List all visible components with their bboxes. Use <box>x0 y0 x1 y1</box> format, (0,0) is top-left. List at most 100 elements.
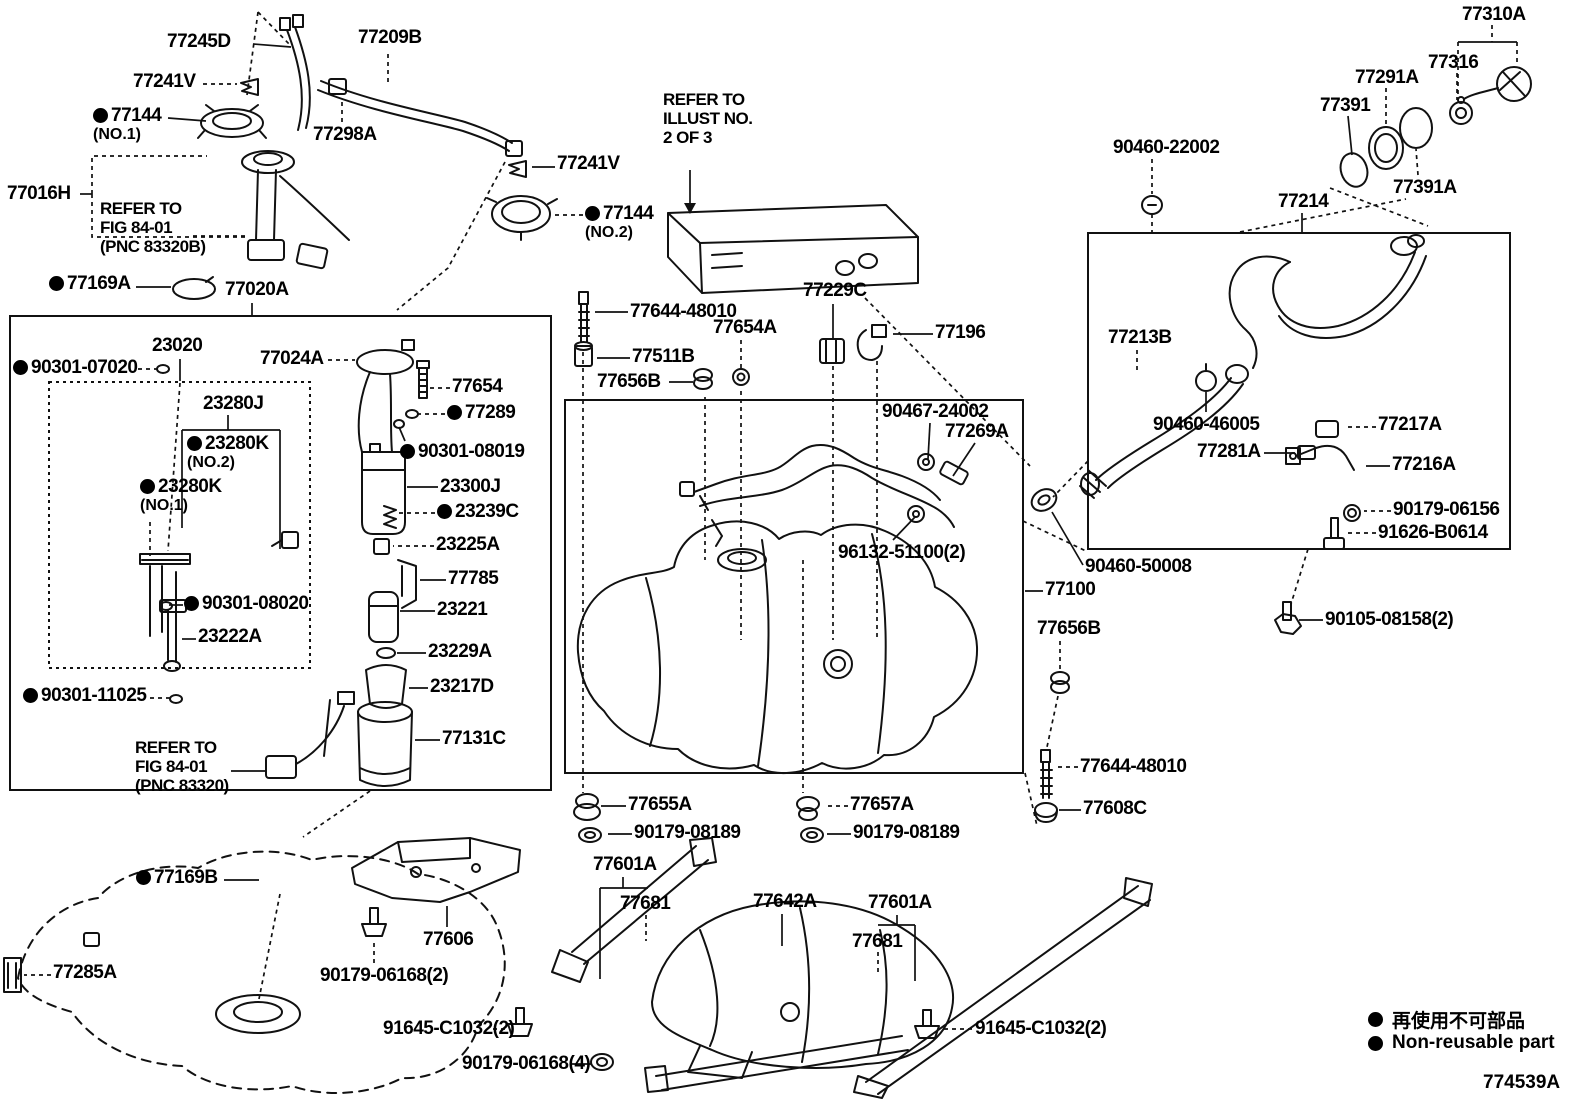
part-number: 23280J <box>203 393 264 414</box>
part-label-23222A: 23222A <box>198 626 262 647</box>
filler-pipe-box <box>1087 232 1511 550</box>
part-label-77144-1: 77144(NO.1) <box>93 105 162 144</box>
part-number: 90179-06156 <box>1393 499 1500 520</box>
part-number: 23280K <box>205 433 269 454</box>
non-reusable-dot <box>13 360 28 375</box>
non-reusable-dot <box>184 596 199 611</box>
part-label-77020A: 77020A <box>225 279 289 300</box>
non-reusable-dot <box>187 436 202 451</box>
part-label-91626-B0614: 91626-B0614 <box>1378 522 1488 543</box>
part-number: 90179-06168(4) <box>462 1053 591 1074</box>
part-label-91645-C1032-r: 91645-C1032(2) <box>975 1018 1107 1039</box>
part-number: 23020 <box>152 335 203 356</box>
clamp-77298A-sketch <box>328 78 347 95</box>
pump-module-parts-sketch <box>139 339 430 787</box>
construction-line <box>91 155 207 194</box>
construction-line <box>1239 198 1407 233</box>
construction-line <box>396 161 506 311</box>
leader-90467-24002 <box>927 422 931 460</box>
part-label-refer-fig-8401: REFER TO FIG 84-01 (PNC 83320) <box>135 738 229 795</box>
part-number: 77213B <box>1108 327 1172 348</box>
part-number: 91626-B0614 <box>1378 522 1488 543</box>
part-number: 77310A <box>1462 4 1526 25</box>
part-number: 77100 <box>1045 579 1096 600</box>
part-number: 77229C <box>803 280 867 301</box>
non-reusable-dot <box>447 405 462 420</box>
construction-line <box>91 194 247 238</box>
part-number: REFER TO FIG 84-01 (PNC 83320) <box>135 738 229 796</box>
part-number: 90301-07020 <box>31 357 138 378</box>
part-number: 23222A <box>198 626 262 647</box>
part-number: 77654A <box>713 317 777 338</box>
part-number: 77217A <box>1378 414 1442 435</box>
part-number: 91645-C1032(2) <box>975 1018 1107 1039</box>
part-number: 77245D <box>167 31 231 52</box>
part-label-77209B: 77209B <box>358 27 422 48</box>
part-number: 77196 <box>935 322 986 343</box>
part-number: 23239C <box>455 501 519 522</box>
part-number: 77144 <box>603 203 654 224</box>
part-number: 77654 <box>452 376 503 397</box>
part-number: 23280K <box>158 476 222 497</box>
phantom-tank-sketch <box>17 850 506 1094</box>
construction-line <box>1024 772 1038 827</box>
part-number: 77391 <box>1320 95 1371 116</box>
part-label-77269A: 77269A <box>945 421 1009 442</box>
small-fasteners-sketch <box>361 291 1302 1071</box>
part-number: 77681 <box>852 931 903 952</box>
non-reusable-dot <box>136 870 151 885</box>
part-label-77196: 77196 <box>935 322 986 343</box>
part-number: 90179-06168(2) <box>320 965 449 986</box>
part-label-77656B-a: 77656B <box>597 371 661 392</box>
part-label-77608C: 77608C <box>1083 798 1147 819</box>
legend-text-ja: 再使用不可部品 <box>1392 1011 1526 1032</box>
part-number: 77316 <box>1428 52 1479 73</box>
construction-line <box>1290 548 1309 605</box>
leader-96132-51100 <box>892 516 916 541</box>
part-number: 77511B <box>632 346 695 367</box>
non-reusable-dot <box>437 504 452 519</box>
part-number: 77241V <box>557 153 620 174</box>
part-label-77511B: 77511B <box>632 346 695 367</box>
part-number-note: (NO.2) <box>585 224 633 242</box>
part-label-96132-51100: 96132-51100(2) <box>838 542 966 563</box>
part-label-77245D: 77245D <box>167 31 231 52</box>
part-label-77681-l: 77681 <box>620 893 671 914</box>
construction-line <box>258 893 281 1000</box>
part-number: 90301-11025 <box>41 685 147 706</box>
part-label-23239C: 23239C <box>437 501 519 522</box>
part-label-77681-r: 77681 <box>852 931 903 952</box>
part-number: 77214 <box>1278 191 1329 212</box>
part-number: 77657A <box>850 794 914 815</box>
non-reusable-dot <box>49 276 64 291</box>
part-label-77644-48010-b: 77644-48010 <box>1080 756 1187 777</box>
part-number: 77216A <box>1392 454 1456 475</box>
part-label-77642A: 77642A <box>753 891 817 912</box>
part-label-77644-48010-a: 77644-48010 <box>630 301 737 322</box>
part-number: 77298A <box>313 124 377 145</box>
leader-77144-1 <box>167 117 207 122</box>
part-number: 77131C <box>442 728 506 749</box>
part-label-77285A: 77285A <box>53 962 117 983</box>
part-label-77291A: 77291A <box>1355 67 1419 88</box>
part-number-note: (NO.2) <box>187 454 235 472</box>
part-number: 23300J <box>440 476 501 497</box>
part-label-23217D: 23217D <box>430 676 494 697</box>
part-number: 77016H <box>7 183 71 204</box>
part-number: 23225A <box>436 534 500 555</box>
part-label-77144-2: 77144(NO.2) <box>585 203 654 242</box>
part-number: 23217D <box>430 676 494 697</box>
part-number: 96132-51100(2) <box>838 542 966 563</box>
non-reusable-dot <box>23 688 38 703</box>
part-label-90301-08020: 90301-08020 <box>184 593 309 614</box>
construction-line <box>302 790 371 838</box>
part-label-90301-07020: 90301-07020 <box>13 357 138 378</box>
part-number: 77785 <box>448 568 499 589</box>
part-number: 77024A <box>260 348 324 369</box>
part-number: 90460-46005 <box>1153 414 1260 435</box>
part-number: 77656B <box>1037 618 1101 639</box>
part-label-77281A: 77281A <box>1197 441 1261 462</box>
part-label-77131C: 77131C <box>442 728 506 749</box>
part-label-77316: 77316 <box>1428 52 1479 73</box>
part-number: 91645-C1032(2) <box>383 1018 515 1039</box>
